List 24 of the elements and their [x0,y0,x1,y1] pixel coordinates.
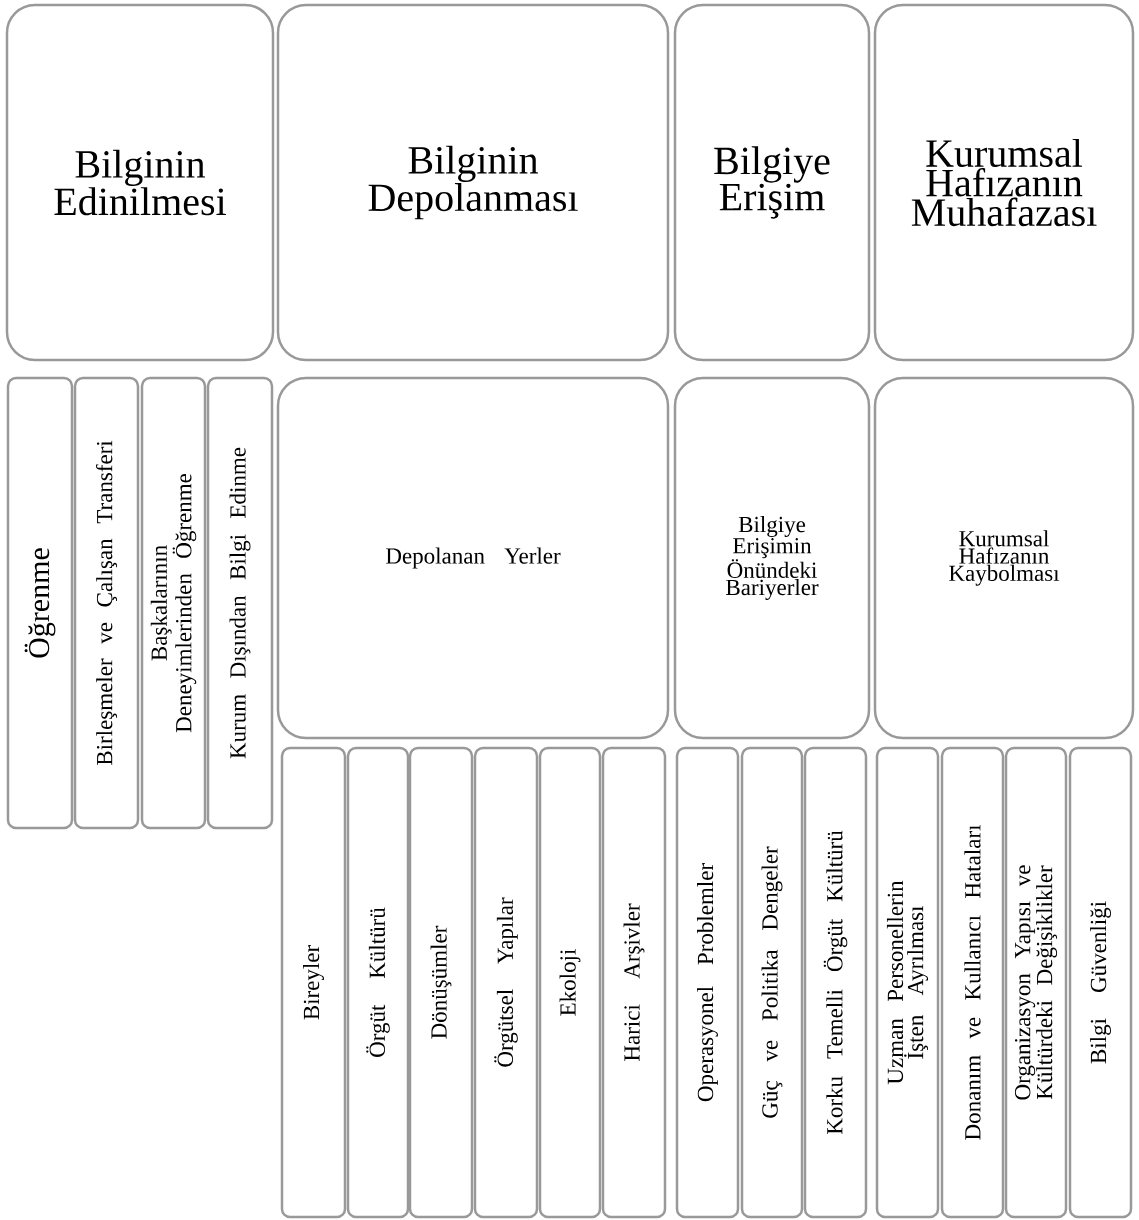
vertical-label-box: Organizasyon Yapısı ve Kültürdeki Değişiklikler [1004,746,1068,1219]
category-box: Bilginin Edinilmesi [5,3,275,362]
vertical-label-box: Bilgi Güvenliği [1068,746,1133,1219]
vertical-label-box: Güç ve Politika Dengeler [740,746,804,1219]
vertical-label-box: Dönüşümler [408,746,474,1219]
vertical-label-box: Ekoloji [538,746,602,1219]
vertical-label-box: Birleşmeler ve Çalışan Transferi [73,376,140,830]
vertical-label-box: Başkalarının Deneyimlerinden Öğrenme [140,376,207,830]
vertical-label-box: Örgütsel Yapılar [473,746,539,1219]
subcategory-box: Bilgiye Erişimin Önündeki Bariyerler [673,376,871,740]
vertical-label-box: Kurum Dışından Bilgi Edinme [206,376,274,830]
vertical-label-box: Uzman Personellerin İşten Ayrılması [875,746,940,1219]
vertical-label-box: Operasyonel Problemler [675,746,740,1219]
category-box: Kurumsal Hafızanın Muhafazası [873,3,1135,362]
vertical-label-box: Harici Arşivler [601,746,667,1219]
vertical-label-box: Bireyler [280,746,347,1219]
vertical-label-box: Korku Temelli Örgüt Kültürü [803,746,868,1219]
vertical-label-box: Donanım ve Kullanıcı Hataları [940,746,1005,1219]
category-box: Bilginin Depolanması [276,3,670,362]
category-box: Bilgiye Erişim [673,3,871,362]
vertical-label-box: Örgüt Kültürü [346,746,410,1219]
subcategory-box: Depolanan Yerler [276,376,670,740]
vertical-label-box: Öğrenme [6,376,74,830]
subcategory-box: Kurumsal Hafızanın Kaybolması [873,376,1135,740]
